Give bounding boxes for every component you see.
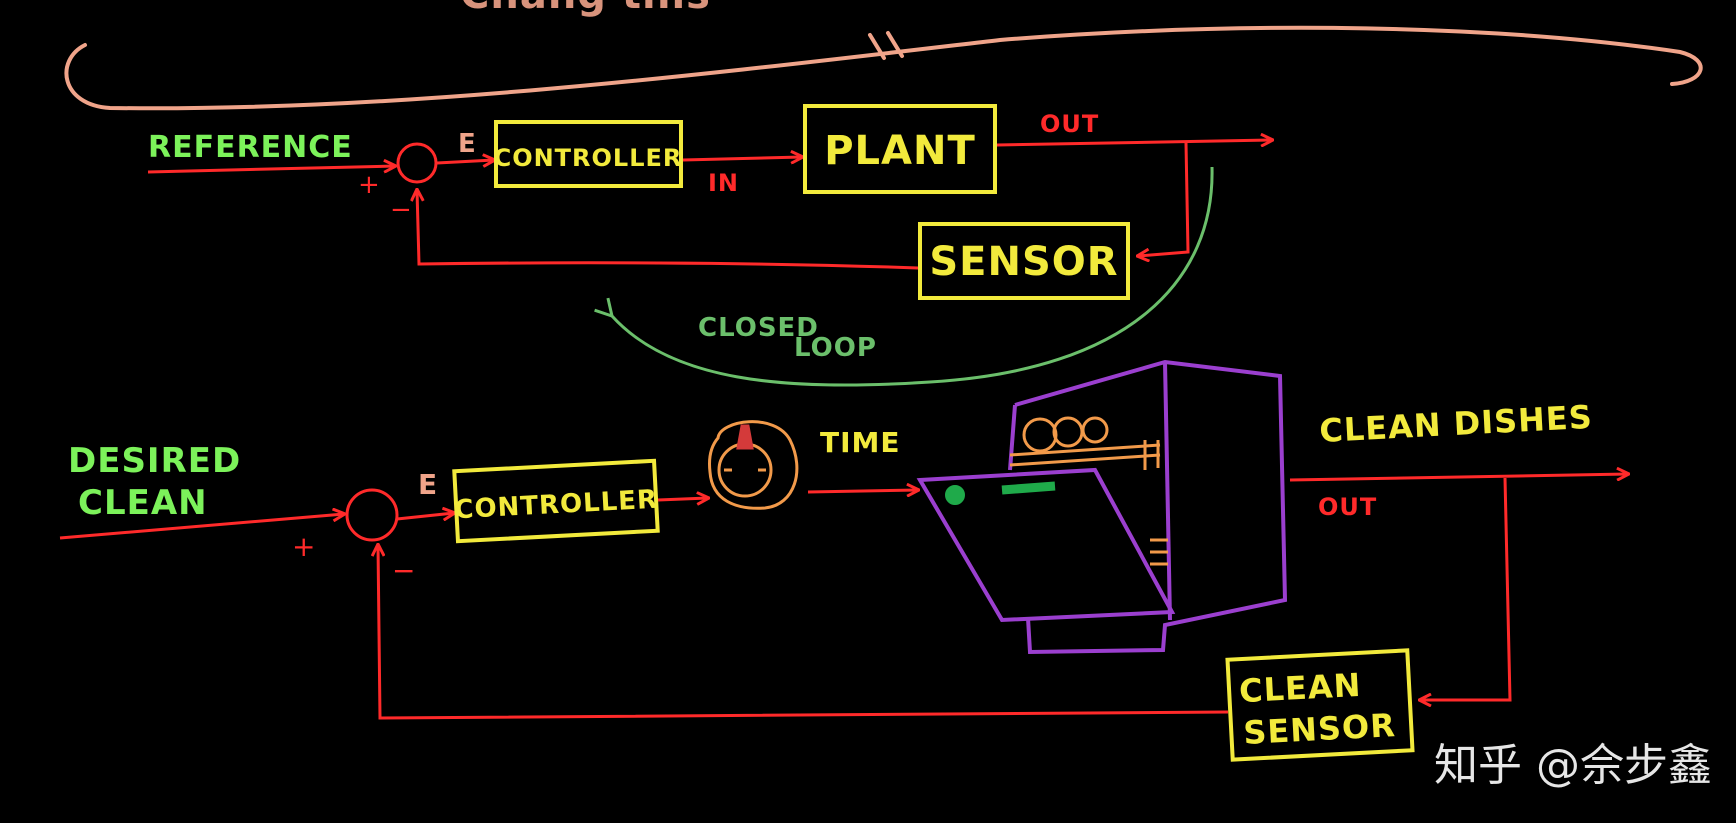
plus-sign-top: +	[358, 170, 380, 200]
feedback-drop-top	[1138, 142, 1190, 256]
output-arrow-top	[996, 140, 1272, 145]
feedback-return-bottom	[378, 545, 1229, 720]
closed-loop-arrow	[594, 166, 1214, 387]
error-label-top: E	[458, 129, 477, 159]
minus-sign-bottom: −	[392, 554, 415, 587]
closed-loop-label-2: LOOP	[794, 333, 877, 363]
controller-label-top: CONTROLLER	[494, 144, 683, 172]
sensor-label: SENSOR	[929, 239, 1118, 285]
controller-to-timer-arrow	[657, 498, 708, 500]
dishwasher-icon	[916, 359, 1288, 655]
sensor-box	[918, 222, 1130, 300]
clean-dishes-label: CLEAN DISHES	[1318, 398, 1593, 450]
summing-junction-top	[396, 142, 438, 184]
plant-label: PLANT	[824, 128, 976, 174]
timer-dial-icon	[708, 420, 799, 510]
reference-label: REFERENCE	[148, 130, 353, 165]
closed-loop-label-1: CLOSED	[698, 313, 819, 343]
summing-junction-bottom	[345, 488, 399, 542]
minus-sign-top: −	[390, 195, 412, 225]
plus-sign-bottom: +	[292, 530, 315, 563]
reference-arrow	[147, 166, 395, 174]
time-label: TIME	[820, 426, 901, 459]
clean-sensor-box	[1225, 648, 1415, 762]
input-label: IN	[708, 169, 739, 197]
controller-box-bottom	[452, 458, 660, 544]
controller-label-bottom: CONTROLLER	[454, 485, 659, 526]
feedback-drop-bottom	[1420, 477, 1512, 700]
clean-sensor-label-2: SENSOR	[1242, 706, 1396, 752]
plant-box	[803, 104, 997, 194]
error-label-bottom: E	[418, 468, 438, 501]
time-arrow	[807, 490, 918, 492]
brace	[64, 25, 1703, 111]
output-label-top: OUT	[1040, 110, 1099, 138]
watermark: 知乎 @佘步鑫	[1434, 740, 1712, 791]
top-caption: Chang this	[460, 0, 711, 18]
input-arrow	[682, 157, 802, 160]
feedback-return-top	[417, 190, 919, 270]
controller-box-top	[494, 120, 683, 188]
error-arrow-top	[436, 160, 494, 163]
output-label-bottom: OUT	[1318, 493, 1377, 521]
output-arrow-bottom	[1289, 474, 1628, 482]
clean-sensor-label-1: CLEAN	[1238, 666, 1362, 710]
error-arrow-bottom	[396, 513, 454, 519]
desired-label-1: DESIRED	[68, 441, 241, 481]
desired-arrow	[59, 514, 344, 540]
desired-label-2: CLEAN	[78, 483, 208, 523]
